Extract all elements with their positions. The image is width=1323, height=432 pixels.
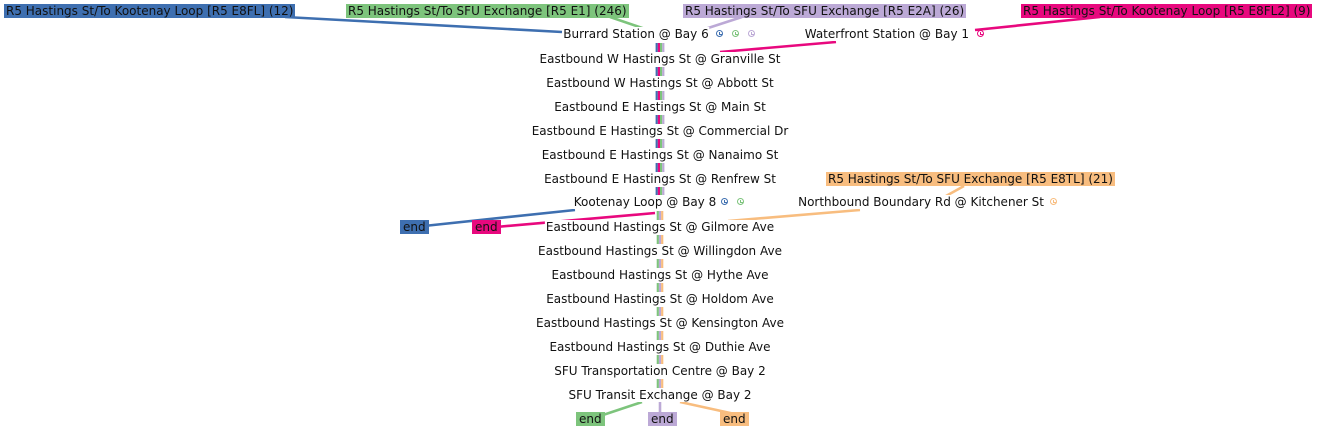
route-label-e8fl2: R5 Hastings St/To Kootenay Loop [R5 E8FL… [1021,4,1313,18]
stop-label-burrard: Burrard Station @ Bay 6 [562,27,710,41]
segment-e8fl-u2-0 [655,91,658,100]
segment-e2a-u4-3 [662,139,665,148]
segment-e8fl-u5-0 [655,163,658,172]
segment-e2a-u6-3 [662,187,665,196]
segment-e8tl-l3-2 [661,283,664,292]
segment-e8tl-l5-2 [661,331,664,340]
segment-e2a-l0-1 [658,211,662,220]
route-line-e8fl-7 [423,208,576,228]
clock-icon [977,30,984,37]
segment-e1-l6-0 [656,355,659,364]
segment-e2a-l7-1 [658,379,662,388]
route-line-e8fl-0 [284,15,563,34]
segment-e8fl-u3-0 [655,115,658,124]
segment-e1-l4-0 [656,307,659,316]
segment-e8tl-l4-2 [661,307,664,316]
segment-e8tl-l2-2 [661,259,664,268]
segment-e2a-u1-3 [662,67,665,76]
segment-e1-u3-2 [660,115,663,124]
segment-e8fl2-u5-1 [657,163,660,172]
clock-icon [732,30,739,37]
segment-e1-u2-2 [660,91,663,100]
stop-label-gilmore: Eastbound Hastings St @ Gilmore Ave [544,220,776,234]
clock-icon [748,30,755,37]
clock-icon [737,198,744,205]
stop-label-commercial: Eastbound E Hastings St @ Commercial Dr [530,124,790,138]
segment-e8fl2-u3-1 [657,115,660,124]
segment-e1-u0-2 [660,43,663,52]
clock-icon [1050,198,1057,205]
stop-label-kootenay: Kootenay Loop @ Bay 8 [572,195,718,209]
stop-label-main: Eastbound E Hastings St @ Main St [553,100,767,114]
segment-e1-u4-2 [660,139,663,148]
segment-e2a-l1-1 [658,235,662,244]
route-line-e8tl-6 [727,208,861,223]
segment-e2a-l4-1 [658,307,662,316]
segment-e8fl2-u2-1 [657,91,660,100]
end-tag-e1: end [576,412,605,426]
segment-e2a-l5-1 [658,331,662,340]
end-tag-e8tl: end [720,412,749,426]
clock-icon [716,30,723,37]
end-tag-e8fl: end [400,220,429,234]
clock-icon [721,198,728,205]
stop-label-sfu_tc: SFU Transportation Centre @ Bay 2 [553,364,767,378]
stop-label-sfu_te: SFU Transit Exchange @ Bay 2 [567,388,753,402]
stop-label-abbott: Eastbound W Hastings St @ Abbott St [545,76,775,90]
stop-label-duthie: Eastbound Hastings St @ Duthie Ave [548,340,772,354]
segment-e1-l5-0 [656,331,659,340]
segment-e8fl2-u4-1 [657,139,660,148]
stop-label-granville: Eastbound W Hastings St @ Granville St [538,52,782,66]
segment-e8tl-l6-2 [661,355,664,364]
segment-e8fl-u6-0 [655,187,658,196]
route-label-e2a: R5 Hastings St/To SFU Exchange [R5 E2A] … [683,4,967,18]
segment-e1-l2-0 [656,259,659,268]
stop-label-boundary: Northbound Boundary Rd @ Kitchener St [797,195,1045,209]
route-line-e1-9 [599,400,643,418]
route-label-e1: R5 Hastings St/To SFU Exchange [R5 E1] (… [346,4,629,18]
route-label-e8fl: R5 Hastings St/To Kootenay Loop [R5 E8FL… [4,4,296,18]
stop-label-hythe: Eastbound Hastings St @ Hythe Ave [550,268,770,282]
segment-e2a-u5-3 [662,163,665,172]
route-line-e8fl2-3 [974,15,1101,32]
stop-label-kensington: Eastbound Hastings St @ Kensington Ave [535,316,785,330]
segment-e1-l0-0 [656,211,659,220]
route-line-e8tl-5 [945,184,965,198]
stop-label-holdom: Eastbound Hastings St @ Holdom Ave [545,292,775,306]
segment-e8tl-l7-2 [661,379,664,388]
end-tag-e2a: end [648,412,677,426]
segment-e8tl-l1-2 [661,235,664,244]
segment-e8fl-u0-0 [655,43,658,52]
segment-e2a-u2-3 [662,91,665,100]
route-line-e8fl2-4 [719,40,837,54]
stop-label-waterfront: Waterfront Station @ Bay 1 [803,27,970,41]
segment-e2a-u3-3 [662,115,665,124]
segment-e2a-u0-3 [662,43,665,52]
segment-e8fl2-u1-1 [657,67,660,76]
stop-label-willingdon: Eastbound Hastings St @ Willingdon Ave [537,244,783,258]
segment-e1-u5-2 [660,163,663,172]
stop-label-renfrew: Eastbound E Hastings St @ Renfrew St [543,172,777,186]
segment-e8fl-u1-0 [655,67,658,76]
segment-e2a-l3-1 [658,283,662,292]
segment-e8fl-u4-0 [655,139,658,148]
segment-e8tl-l0-2 [661,211,664,220]
segment-e1-l1-0 [656,235,659,244]
segment-e8fl2-u6-1 [657,187,660,196]
route-label-e8tl: R5 Hastings St/To SFU Exchange [R5 E8TL]… [826,172,1115,186]
segment-e1-u1-2 [660,67,663,76]
segment-e1-u6-2 [660,187,663,196]
segment-e2a-l2-1 [658,259,662,268]
end-tag-e8fl2: end [472,220,501,234]
segment-e2a-l6-1 [658,355,662,364]
stop-label-nanaimo: Eastbound E Hastings St @ Nanaimo St [540,148,780,162]
segment-e1-l7-0 [656,379,659,388]
segment-e8fl2-u0-1 [657,43,660,52]
segment-e1-l3-0 [656,283,659,292]
